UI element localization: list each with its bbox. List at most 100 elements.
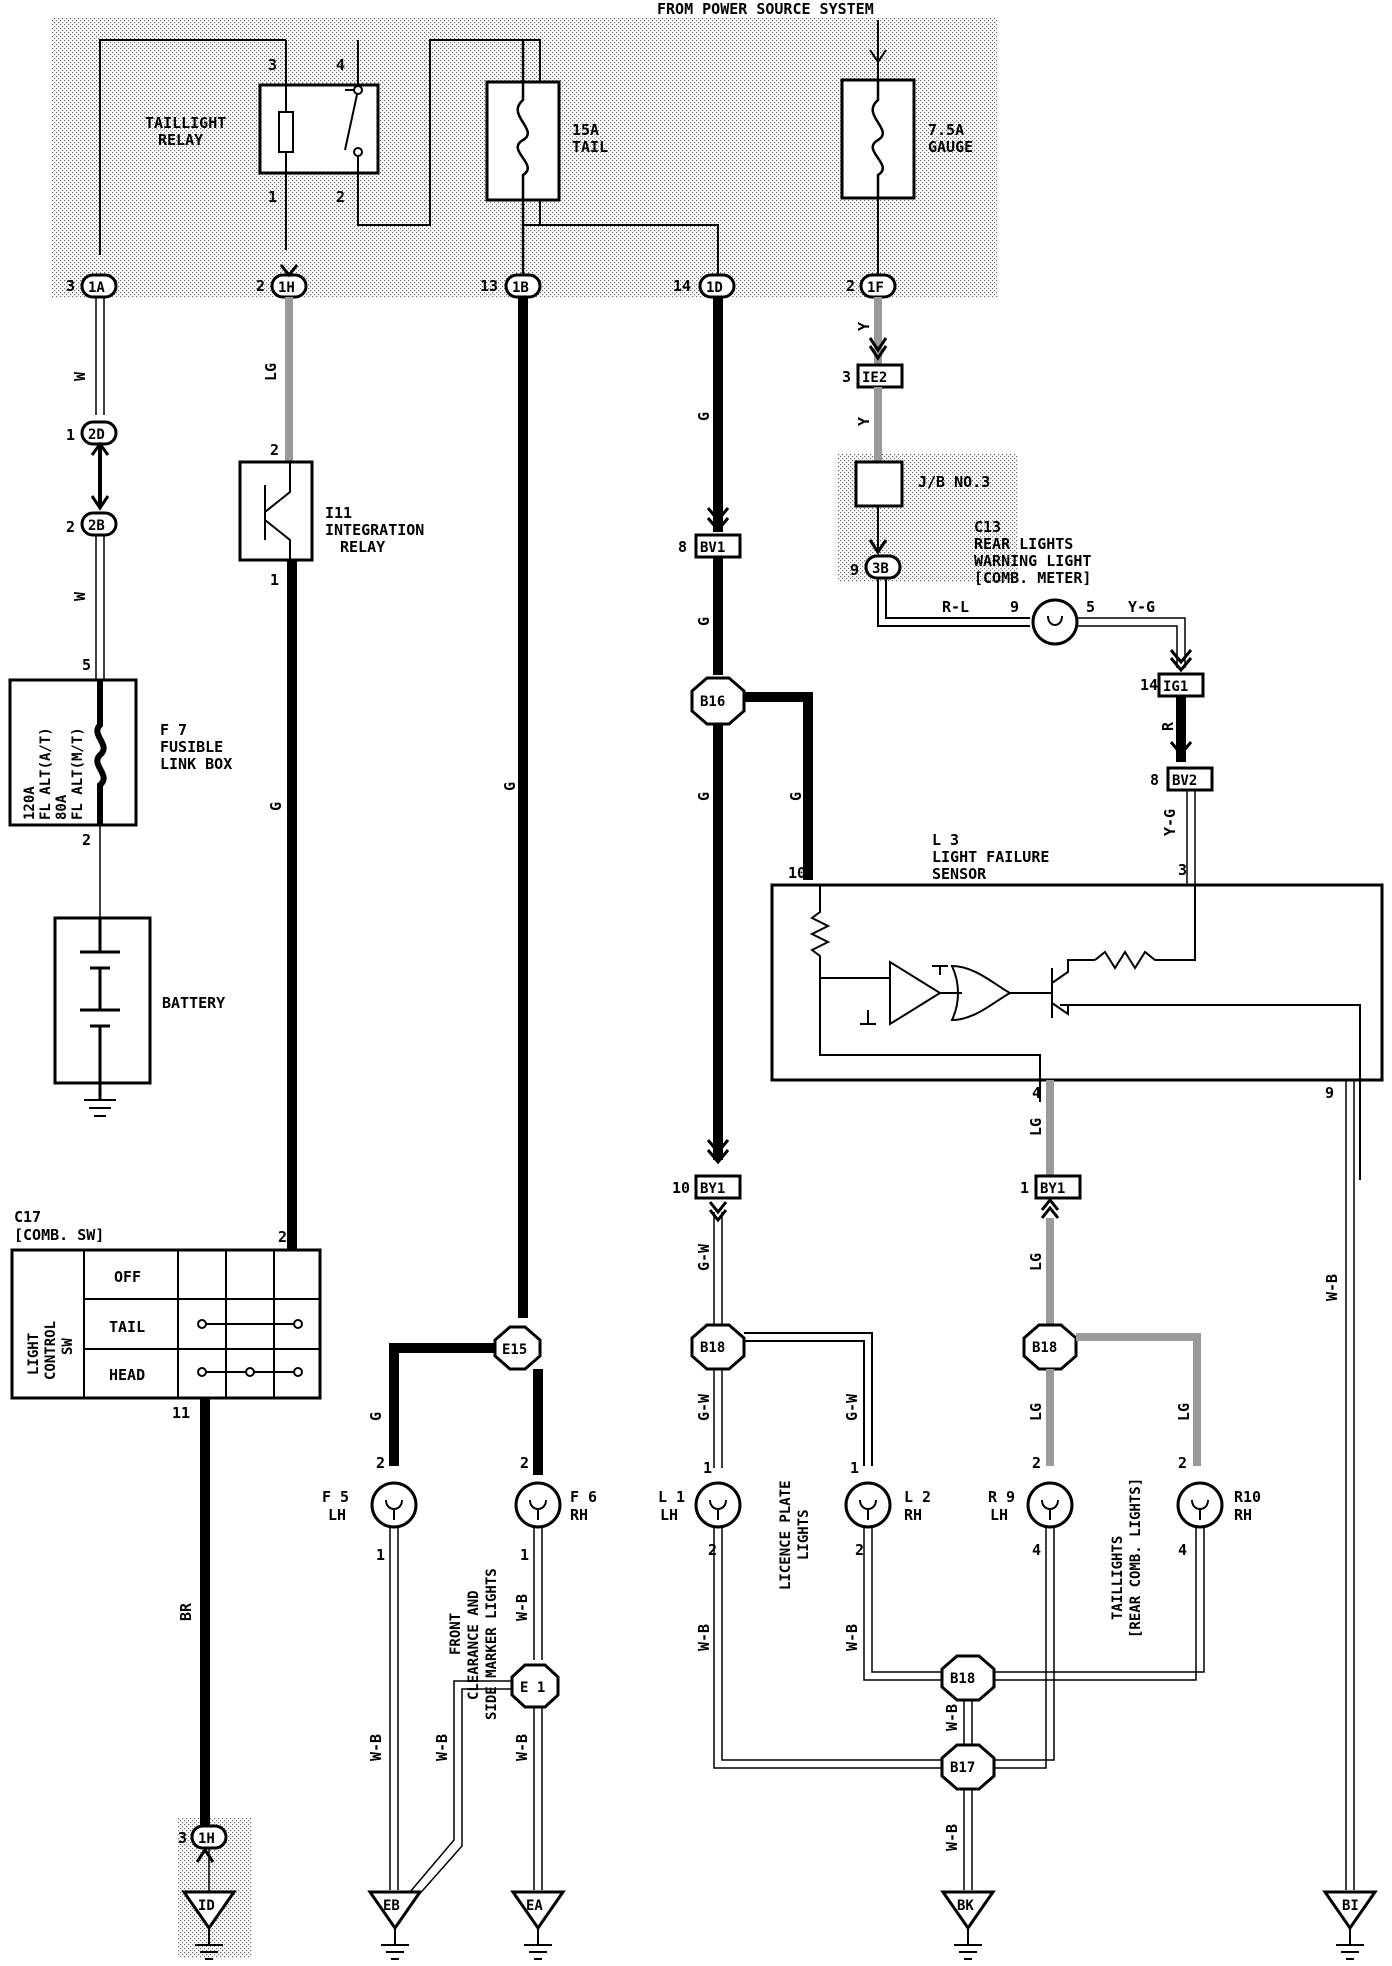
connector-1b: 13 1B bbox=[480, 273, 542, 299]
svg-text:4: 4 bbox=[1178, 1541, 1187, 1559]
relay-output-wire bbox=[99, 39, 286, 255]
svg-text:Y: Y bbox=[855, 322, 873, 331]
svg-text:G-W: G-W bbox=[843, 1393, 861, 1421]
svg-text:W-B: W-B bbox=[1323, 1274, 1341, 1301]
svg-text:3: 3 bbox=[842, 368, 851, 386]
svg-text:G: G bbox=[695, 792, 713, 801]
tail-split-wire bbox=[523, 224, 719, 275]
svg-text:1: 1 bbox=[268, 188, 277, 206]
svg-text:LH: LH bbox=[990, 1506, 1008, 1524]
svg-text:F 7: F 7 bbox=[160, 721, 187, 739]
svg-text:BY1: BY1 bbox=[1040, 1181, 1065, 1197]
svg-text:3: 3 bbox=[1178, 861, 1187, 879]
svg-text:8: 8 bbox=[678, 538, 687, 556]
light-failure-sensor: L 3 LIGHT FAILURE SENSOR 10 3 4 9 bbox=[770, 831, 1384, 1180]
svg-text:FUSIBLE: FUSIBLE bbox=[160, 738, 223, 756]
svg-text:1: 1 bbox=[270, 571, 279, 589]
svg-text:CONTROL: CONTROL bbox=[43, 1321, 59, 1380]
svg-text:LG: LG bbox=[1027, 1118, 1045, 1136]
svg-text:15A: 15A bbox=[572, 121, 599, 139]
svg-text:IG1: IG1 bbox=[1163, 679, 1188, 695]
svg-text:BV1: BV1 bbox=[700, 540, 725, 556]
svg-text:2: 2 bbox=[270, 441, 279, 459]
svg-text:W-B: W-B bbox=[433, 1734, 451, 1761]
svg-text:LIGHT FAILURE: LIGHT FAILURE bbox=[932, 848, 1049, 866]
svg-text:11: 11 bbox=[172, 1404, 190, 1422]
svg-text:LIGHT: LIGHT bbox=[26, 1333, 42, 1375]
taillights-branch: LG 1 BY1 LG B18 LG LG 2 2 R 9 LH R10 RH … bbox=[988, 1080, 1378, 1960]
svg-text:W: W bbox=[71, 591, 89, 601]
svg-text:B18: B18 bbox=[950, 1671, 975, 1687]
svg-text:14: 14 bbox=[1140, 676, 1158, 694]
svg-text:1: 1 bbox=[66, 426, 75, 444]
power-source-label: FROM POWER SOURCE SYSTEM bbox=[657, 0, 874, 18]
svg-text:F 6: F 6 bbox=[570, 1488, 597, 1506]
svg-text:HEAD: HEAD bbox=[109, 1366, 145, 1384]
svg-text:4: 4 bbox=[1032, 1084, 1041, 1102]
svg-text:2: 2 bbox=[278, 1228, 287, 1246]
svg-text:E15: E15 bbox=[502, 1342, 527, 1358]
svg-text:C17: C17 bbox=[14, 1208, 41, 1226]
svg-text:B18: B18 bbox=[700, 1340, 725, 1356]
svg-text:SW: SW bbox=[60, 1338, 76, 1355]
svg-text:2: 2 bbox=[256, 277, 265, 295]
svg-text:LG: LG bbox=[1027, 1253, 1045, 1271]
svg-text:BK: BK bbox=[957, 1898, 974, 1914]
svg-text:3: 3 bbox=[268, 56, 277, 74]
svg-text:EA: EA bbox=[526, 1898, 543, 1914]
svg-text:1F: 1F bbox=[867, 280, 884, 296]
svg-text:F 5: F 5 bbox=[322, 1488, 349, 1506]
svg-text:2: 2 bbox=[520, 1454, 529, 1472]
battery: BATTERY bbox=[53, 916, 225, 1117]
svg-text:2: 2 bbox=[855, 1541, 864, 1559]
svg-text:RELAY: RELAY bbox=[158, 131, 203, 149]
svg-text:[COMB. METER]: [COMB. METER] bbox=[974, 569, 1091, 587]
svg-text:LIGHTS: LIGHTS bbox=[796, 1509, 812, 1560]
svg-text:LH: LH bbox=[660, 1506, 678, 1524]
svg-text:120A: 120A bbox=[22, 786, 38, 820]
svg-text:SENSOR: SENSOR bbox=[932, 865, 987, 883]
connector-1f: 2 1F bbox=[846, 273, 897, 299]
svg-text:2: 2 bbox=[708, 1541, 717, 1559]
svg-text:2: 2 bbox=[336, 188, 345, 206]
svg-text:TAILLIGHT: TAILLIGHT bbox=[145, 114, 226, 132]
svg-text:BI: BI bbox=[1342, 1898, 1359, 1914]
svg-text:Y: Y bbox=[855, 417, 873, 426]
svg-text:REAR LIGHTS: REAR LIGHTS bbox=[974, 535, 1073, 553]
svg-text:SIDE MARKER LIGHTS: SIDE MARKER LIGHTS bbox=[484, 1568, 500, 1720]
svg-text:G: G bbox=[787, 792, 805, 801]
svg-text:FL ALT(A/T): FL ALT(A/T) bbox=[38, 727, 54, 820]
svg-text:L 2: L 2 bbox=[904, 1488, 931, 1506]
front-lights-branch: G E15 G 2 2 F 5 LH F 6 RH 1 1 FRONT CLEA… bbox=[322, 297, 597, 1960]
svg-text:10: 10 bbox=[788, 864, 806, 882]
svg-text:BATTERY: BATTERY bbox=[162, 994, 225, 1012]
svg-text:14: 14 bbox=[673, 277, 691, 295]
svg-text:W-B: W-B bbox=[367, 1734, 385, 1761]
svg-text:2: 2 bbox=[1032, 1454, 1041, 1472]
svg-text:1: 1 bbox=[703, 1459, 712, 1477]
svg-text:1H: 1H bbox=[198, 1831, 215, 1847]
svg-text:4: 4 bbox=[336, 56, 345, 74]
connector-1a: 3 1A bbox=[66, 273, 118, 299]
svg-text:80A: 80A bbox=[54, 794, 70, 820]
svg-text:1: 1 bbox=[1020, 1179, 1029, 1197]
svg-text:9: 9 bbox=[1010, 598, 1019, 616]
svg-text:J/B NO.3: J/B NO.3 bbox=[918, 473, 990, 491]
svg-text:Y-G: Y-G bbox=[1161, 809, 1179, 836]
fusible-link-box: 120A FL ALT(A/T) 80A FL ALT(M/T) F 7 FUS… bbox=[8, 678, 232, 918]
svg-text:B16: B16 bbox=[700, 694, 725, 710]
svg-text:ID: ID bbox=[198, 1898, 215, 1914]
svg-text:13: 13 bbox=[480, 277, 498, 295]
svg-text:1D: 1D bbox=[706, 280, 723, 296]
svg-text:2: 2 bbox=[376, 1454, 385, 1472]
svg-text:LG: LG bbox=[262, 363, 280, 381]
svg-text:3B: 3B bbox=[872, 561, 889, 577]
svg-text:TAIL: TAIL bbox=[572, 138, 608, 156]
svg-text:W-B: W-B bbox=[695, 1624, 713, 1651]
svg-text:4: 4 bbox=[1032, 1541, 1041, 1559]
svg-text:BR: BR bbox=[177, 1602, 195, 1621]
svg-text:2: 2 bbox=[82, 831, 91, 849]
connector-1d: 14 1D bbox=[673, 273, 736, 299]
svg-text:RH: RH bbox=[1234, 1506, 1252, 1524]
svg-text:W-B: W-B bbox=[513, 1594, 531, 1621]
